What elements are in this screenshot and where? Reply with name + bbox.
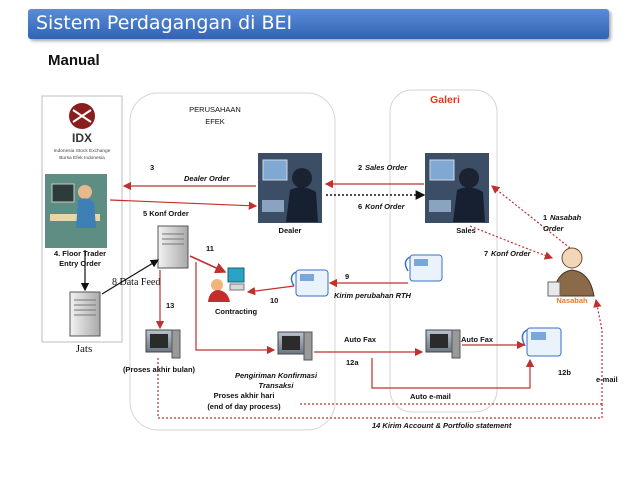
idx-line2: Bursa Efek Indonesia [59,155,105,161]
nasabah-figure [547,247,595,297]
auto-fax-2: Auto Fax [461,335,494,344]
floor-trader-label-2: Entry Order [59,259,101,268]
flow-8-text: 8 Data Feed [112,277,160,288]
fax-icon-3 [521,327,562,357]
page-title: Sistem Perdagangan di BEI [36,12,293,34]
floor-trader-label-1: 4. Floor Trader [54,249,106,258]
flow-3-num: 3 [150,163,154,172]
flow-14-arrow [157,358,603,419]
dealer-label: Dealer [279,226,302,235]
idx-mark: IDX [72,131,92,145]
sales-label: Sales [456,226,476,235]
flow-6-text: Konf Order [365,202,406,211]
page-subtitle: Manual [48,52,100,69]
flow-2-text: Sales Order [365,163,408,172]
bei-region [41,95,123,343]
auto-fax-1: Auto Fax [344,335,377,344]
flow-10-num: 10 [270,296,278,305]
flow-3-text: Dealer Order [184,174,231,183]
flow-1-b: Order [543,224,565,233]
contracting-figure [208,267,245,302]
galeri-region [389,89,498,413]
flow-2-num: 2 [358,163,362,172]
flow-12b-num: 12b [558,368,571,377]
flow-5-arrow [109,199,258,210]
flow-7-arrow [469,225,554,260]
sales-image [425,153,489,223]
flow-12a-num: 12a [346,358,359,367]
pengiriman-label-2: Transaksi [259,381,295,390]
pe-server-icon [157,225,189,269]
auto-email-label: Auto e-mail [410,392,451,401]
proses-hari-label-2: (end of day process) [207,402,281,411]
dealer-image [258,153,322,223]
perusahaan-label-2: EFEK [205,117,225,126]
proses-hari-label-1: Proses akhir hari [214,391,275,400]
title-bar: Sistem Perdagangan di BEI [28,9,609,39]
flow-5-text: 5 Konf Order [143,209,189,218]
nasabah-label: Nasabah [556,296,588,305]
computer-icon-autofax [425,329,461,359]
proses-bulan-label: (Proses akhir bulan) [123,365,196,374]
pengiriman-label-1: Pengiriman Konfirmasi [235,371,318,380]
email-label: e-mail [596,375,618,384]
flow-7-num: 7 [484,249,488,258]
contracting-label: Contracting [215,307,258,316]
flow-9-num: 9 [345,272,349,281]
perusahaan-label-1: PERUSAHAAN [189,105,241,114]
flow-7-text: Konf Order [491,249,532,258]
flow-pengiriman-arrow [195,262,276,355]
flow-12b-arrow [371,358,535,389]
fax-icon-1 [290,269,329,297]
flow-14-text: 14 Kirim Account & Portfolio statement [372,421,512,430]
flow-8-arrow [101,259,160,295]
flow-1-arrow [491,185,571,249]
computer-icon-pengiriman [277,331,313,361]
idx-logo: IDX Indonesia Stock Exchange Bursa Efek … [54,102,111,161]
flow-10-arrow [246,285,295,296]
flow-1-num: 1 [543,213,547,222]
flow-6-num: 6 [358,202,362,211]
flow-11-num: 11 [206,244,214,253]
idx-line1: Indonesia Stock Exchange [54,148,111,154]
computer-icon-proses-bulan [145,329,181,359]
floor-trader-image [45,174,107,248]
flow-9-text: Kirim perubahan RTH [334,291,412,300]
flow-email-arrow [593,298,603,405]
jats-server-icon [69,291,101,337]
fax-icon-2 [404,254,443,282]
perusahaan-efek-region [129,92,336,431]
flow-1-a: Nasabah [550,213,582,222]
galeri-label: Galeri [430,94,460,106]
flow-11-arrow [189,255,227,274]
jats-label: Jats [76,343,93,355]
flow-13-num: 13 [166,301,174,310]
